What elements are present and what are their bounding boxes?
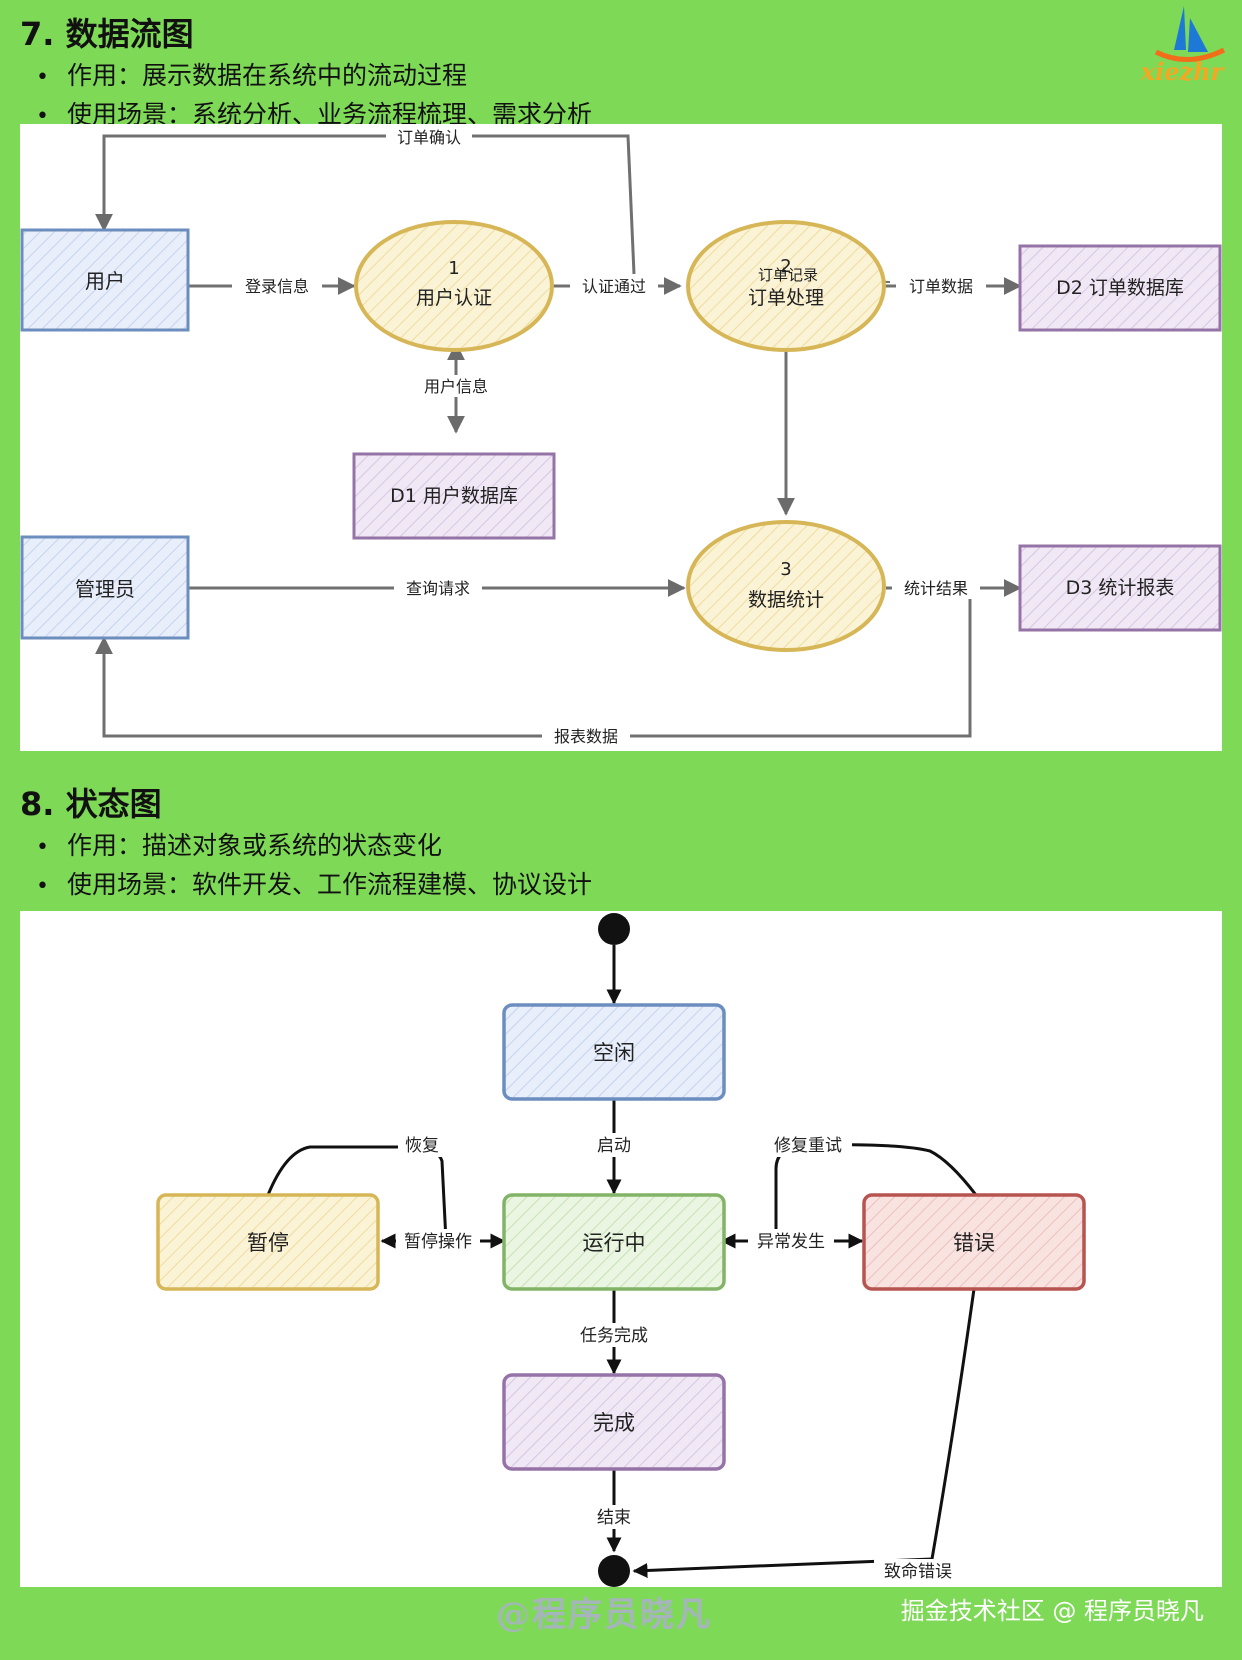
state-idle-label: 空闲 bbox=[593, 1041, 635, 1065]
state-idle bbox=[502, 1003, 726, 1101]
process-auth-number: 1 bbox=[448, 258, 459, 279]
transition-label-repair: 修复重试 bbox=[774, 1136, 842, 1156]
transition-label-task-done: 任务完成 bbox=[580, 1326, 648, 1346]
transition-label-fatal: 致命错误 bbox=[884, 1562, 952, 1582]
entity-user-label: 用户 bbox=[85, 269, 125, 293]
store-d1 bbox=[352, 452, 556, 540]
flow-label-auth-pass: 认证通过 bbox=[582, 277, 646, 296]
transition-label-pause: 暂停操作 bbox=[404, 1232, 472, 1252]
footer-credit: 掘金技术社区 @ 程序员晓凡 bbox=[900, 1597, 1204, 1625]
store-d3 bbox=[1018, 544, 1222, 632]
logo-wave bbox=[1154, 47, 1226, 63]
logo-sail-right bbox=[1188, 18, 1208, 52]
process-stats-label: 数据统计 bbox=[748, 589, 824, 611]
flow-line-report-data bbox=[95, 588, 972, 738]
store-d2 bbox=[1018, 244, 1222, 332]
state-paused bbox=[156, 1193, 380, 1291]
entity-admin bbox=[20, 535, 190, 640]
state-error-label: 错误 bbox=[953, 1231, 995, 1255]
brand-logo: xiezhr bbox=[1140, 6, 1226, 86]
transition-line-fatal bbox=[632, 1288, 976, 1578]
state-panel: 空闲 运行中 暂停 错误 完成 启动 恢复 暂停操作 异常发生 修复重试 任务完… bbox=[20, 911, 1222, 1587]
flow-label-order-confirm: 订单确认 bbox=[397, 128, 461, 147]
flow-line-order-confirm bbox=[95, 134, 636, 275]
state-bullet-purpose: 作用：描述对象或系统的状态变化 bbox=[36, 827, 592, 866]
process-order-label: 订单处理 bbox=[748, 287, 824, 309]
flow-label-order-record: 订单记录 bbox=[758, 266, 818, 284]
state-bullets: 作用：描述对象或系统的状态变化 使用场景：软件开发、工作流程建模、协议设计 bbox=[36, 827, 592, 905]
state-running-label: 运行中 bbox=[583, 1231, 646, 1255]
flow-label-stat-result: 统计结果 bbox=[904, 579, 968, 598]
state-bullet-usage: 使用场景：软件开发、工作流程建模、协议设计 bbox=[36, 866, 592, 905]
state-running bbox=[502, 1193, 726, 1291]
state-error bbox=[862, 1193, 1086, 1291]
transition-label-exception: 异常发生 bbox=[757, 1232, 825, 1252]
flow-label-user-info: 用户信息 bbox=[424, 377, 488, 396]
state-done-label: 完成 bbox=[593, 1411, 635, 1435]
process-auth bbox=[354, 220, 554, 352]
final-state-dot bbox=[598, 1555, 630, 1587]
flow-label-order-data: 订单数据 bbox=[909, 277, 973, 296]
state-done bbox=[502, 1373, 726, 1471]
section-title-state: 8. 状态图 bbox=[20, 785, 162, 823]
flow-label-login-info: 登录信息 bbox=[245, 277, 309, 296]
process-stats bbox=[686, 520, 886, 652]
process-auth-label: 用户认证 bbox=[416, 287, 492, 309]
logo-text: xiezhr bbox=[1140, 57, 1226, 86]
process-order-number: 2 bbox=[780, 256, 791, 277]
entity-user bbox=[20, 228, 190, 332]
dfd-panel: 用户 管理员 1 用户认证 2 订单处理 3 数据统计 D1 用户数据库 D2 … bbox=[20, 124, 1222, 751]
initial-state-dot bbox=[598, 913, 630, 945]
process-stats-number: 3 bbox=[780, 559, 791, 580]
logo-sail-left bbox=[1174, 6, 1186, 50]
store-d3-label: D3 统计报表 bbox=[1066, 577, 1175, 599]
transition-label-end: 结束 bbox=[597, 1508, 631, 1528]
flow-label-report-data: 报表数据 bbox=[554, 727, 618, 746]
store-d1-label: D1 用户数据库 bbox=[390, 485, 518, 507]
entity-admin-label: 管理员 bbox=[75, 577, 135, 601]
state-paused-label: 暂停 bbox=[247, 1231, 289, 1255]
store-d2-label: D2 订单数据库 bbox=[1056, 277, 1184, 299]
process-order bbox=[686, 220, 886, 352]
flow-label-query-request: 查询请求 bbox=[406, 579, 470, 598]
transition-label-start: 启动 bbox=[597, 1136, 631, 1156]
transition-label-resume: 恢复 bbox=[405, 1136, 439, 1156]
dfd-bullet-purpose: 作用：展示数据在系统中的流动过程 bbox=[36, 57, 592, 96]
footer-watermark: @程序员晓凡 bbox=[496, 1595, 712, 1635]
section-title-dfd: 7. 数据流图 bbox=[20, 15, 194, 53]
